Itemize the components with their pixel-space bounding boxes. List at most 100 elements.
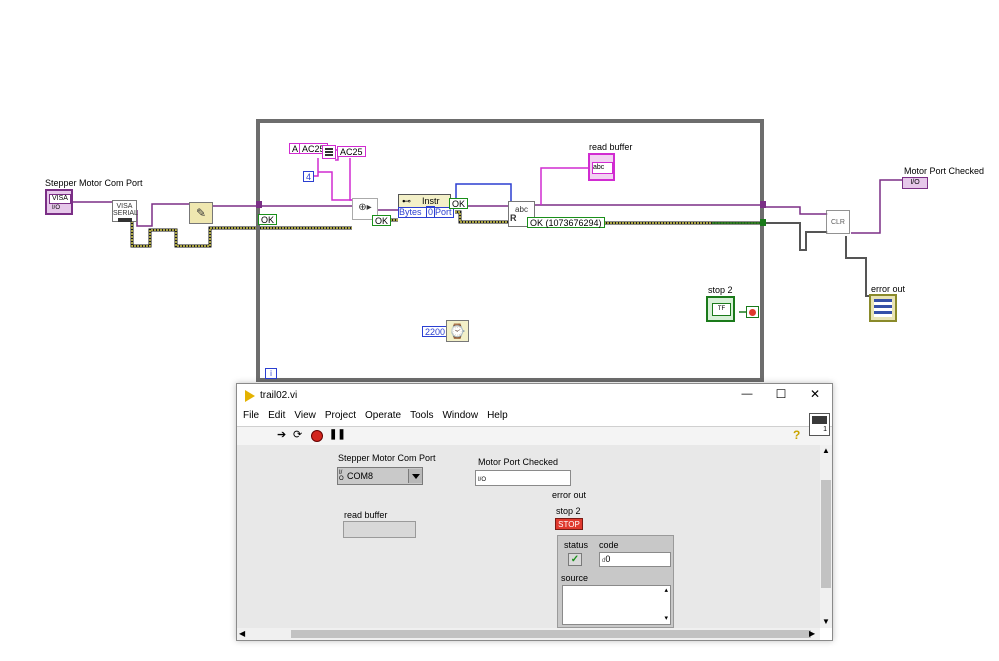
loop-tunnel-right-visa: [760, 201, 766, 208]
hand-icon: ✎: [195, 206, 207, 220]
wire-error-1b: [131, 215, 352, 247]
string-indicator-icon: abc: [592, 162, 613, 174]
fp-error-out-label: error out: [552, 490, 587, 500]
scroll-right-icon[interactable]: ▶: [809, 629, 816, 638]
numeric-constant-4[interactable]: 4: [303, 171, 315, 182]
scroll-up-icon[interactable]: ▲: [822, 446, 830, 455]
error-indicator-ok-long: OK (1073676294): [527, 217, 605, 228]
menu-window[interactable]: Window: [442, 410, 479, 421]
menu-edit[interactable]: Edit: [268, 410, 286, 421]
horizontal-scrollbar[interactable]: ◀ ▶: [237, 628, 820, 640]
visa-close-subvi[interactable]: CLR: [826, 210, 850, 234]
select-string-node[interactable]: ⊕▸: [352, 198, 378, 220]
vertical-scrollbar[interactable]: ▲ ▼: [820, 445, 832, 628]
stepper-port-label: Stepper Motor Com Port: [45, 178, 143, 188]
fp-read-buffer-indicator: [343, 521, 416, 538]
fp-read-buffer-label: read buffer: [344, 510, 388, 520]
stepper-port-terminal[interactable]: VISA I/O: [45, 189, 73, 215]
error-cluster-icon: [874, 299, 892, 317]
front-panel-window: trail02.vi — ☐ ✕ File Edit View Project Oper…: [236, 383, 833, 641]
pause-icon[interactable]: ❚❚: [329, 429, 346, 440]
bytes-text: Bytes: [399, 207, 422, 217]
stop-2-terminal[interactable]: TF: [706, 296, 735, 322]
title-bar: trail02.vi — ☐ ✕: [237, 384, 832, 408]
fp-stepper-port-control[interactable]: I/O COM8: [337, 467, 423, 485]
visa-serial-icon: VISA SERIAL: [113, 203, 138, 217]
visa-flush-subvi[interactable]: ✎: [189, 202, 213, 224]
menu-file[interactable]: File: [243, 410, 260, 421]
help-icon[interactable]: ?: [793, 428, 801, 442]
wait-ms-node[interactable]: ⌚: [446, 320, 469, 342]
fp-stop-label: stop 2: [556, 506, 581, 516]
run-continuously-icon[interactable]: ⟳: [293, 429, 303, 441]
visa-clr-icon: CLR: [830, 219, 845, 226]
minimize-button[interactable]: —: [741, 388, 753, 400]
error-indicator-ok-mid: OK: [372, 215, 392, 226]
motor-port-checked-terminal: I/O: [902, 177, 928, 189]
fp-status-label: status: [564, 540, 589, 550]
visa-icon: VISA: [49, 194, 71, 204]
fp-stop-button[interactable]: STOP: [555, 518, 583, 530]
key-icon: ⊷: [402, 196, 411, 206]
horizontal-scroll-thumb[interactable]: [291, 630, 811, 638]
visa-read-icon: abc: [515, 205, 528, 214]
vi-icon-number: 1: [823, 426, 827, 433]
wire-str-4: [318, 171, 354, 201]
menu-view[interactable]: View: [294, 410, 316, 421]
vi-icon-graphic: [812, 416, 827, 424]
scroll-left-icon[interactable]: ◀: [239, 629, 246, 638]
fp-status-indicator: ✓: [568, 553, 582, 566]
run-arrow-icon: [245, 390, 255, 402]
stop-icon: TF: [712, 303, 731, 316]
loop-condition-stop-terminal[interactable]: [746, 306, 759, 318]
wait-ms-prefix: 2: [425, 327, 431, 337]
stop-sign-icon: [749, 309, 756, 316]
select-icon: ⊕▸: [358, 202, 372, 213]
fp-code-label: code: [599, 540, 619, 550]
run-icon[interactable]: ➔: [277, 429, 287, 441]
menu-help[interactable]: Help: [487, 410, 508, 421]
fp-source-label: source: [561, 573, 589, 583]
menu-bar: File Edit View Project Operate Tools Window Hel…: [243, 410, 517, 422]
fp-stepper-port-value: COM8: [347, 471, 374, 481]
instr-label: Instr: [422, 196, 440, 206]
fp-motor-checked-label: Motor Port Checked: [478, 457, 559, 467]
check-icon: ✓: [570, 554, 580, 565]
vertical-scroll-thumb[interactable]: [821, 480, 831, 588]
port-text: Port: [435, 207, 452, 217]
port-box: 0: [426, 206, 436, 218]
dropdown-button[interactable]: [408, 469, 422, 483]
io-icon: I/O: [52, 205, 61, 211]
io-prefix-icon: I/O: [339, 470, 344, 482]
source-scroll-up-icon[interactable]: ▴: [664, 587, 668, 594]
menu-project[interactable]: Project: [324, 410, 356, 421]
fp-source-indicator: ▴ ▾: [562, 585, 671, 625]
loop-tunnel-left-visa: [256, 201, 262, 208]
while-loop[interactable]: i: [256, 119, 764, 382]
fp-motor-checked-indicator: I/O: [475, 470, 571, 486]
visa-configure-serial-subvi[interactable]: VISA SERIAL: [112, 200, 138, 222]
loop-iteration-terminal: i: [265, 368, 277, 379]
loop-tunnel-right-error: [760, 219, 766, 226]
string-constant-ac25-2[interactable]: AC25: [337, 146, 366, 157]
close-button[interactable]: ✕: [809, 387, 821, 401]
wire-error-3: [764, 222, 828, 251]
maximize-button[interactable]: ☐: [775, 387, 787, 401]
wait-ms-constant[interactable]: 2200: [422, 326, 449, 337]
abort-icon[interactable]: [311, 430, 323, 442]
error-out-terminal: [869, 294, 897, 322]
menu-operate[interactable]: Operate: [364, 410, 402, 421]
wire-visa-6: [851, 179, 902, 234]
fp-code-prefix: d: [602, 558, 606, 564]
scroll-down-icon[interactable]: ▼: [822, 617, 830, 626]
menu-tools[interactable]: Tools: [410, 410, 434, 421]
error-out-label: error out: [871, 284, 906, 294]
source-scroll-down-icon[interactable]: ▾: [664, 615, 668, 622]
chevron-down-icon: [411, 474, 420, 479]
fp-error-cluster: status ✓ code d0 source ▴ ▾: [557, 535, 674, 628]
concatenate-strings-node[interactable]: [322, 145, 336, 159]
wire-visa-5: [764, 206, 828, 215]
motor-port-checked-label: Motor Port Checked: [904, 166, 985, 176]
